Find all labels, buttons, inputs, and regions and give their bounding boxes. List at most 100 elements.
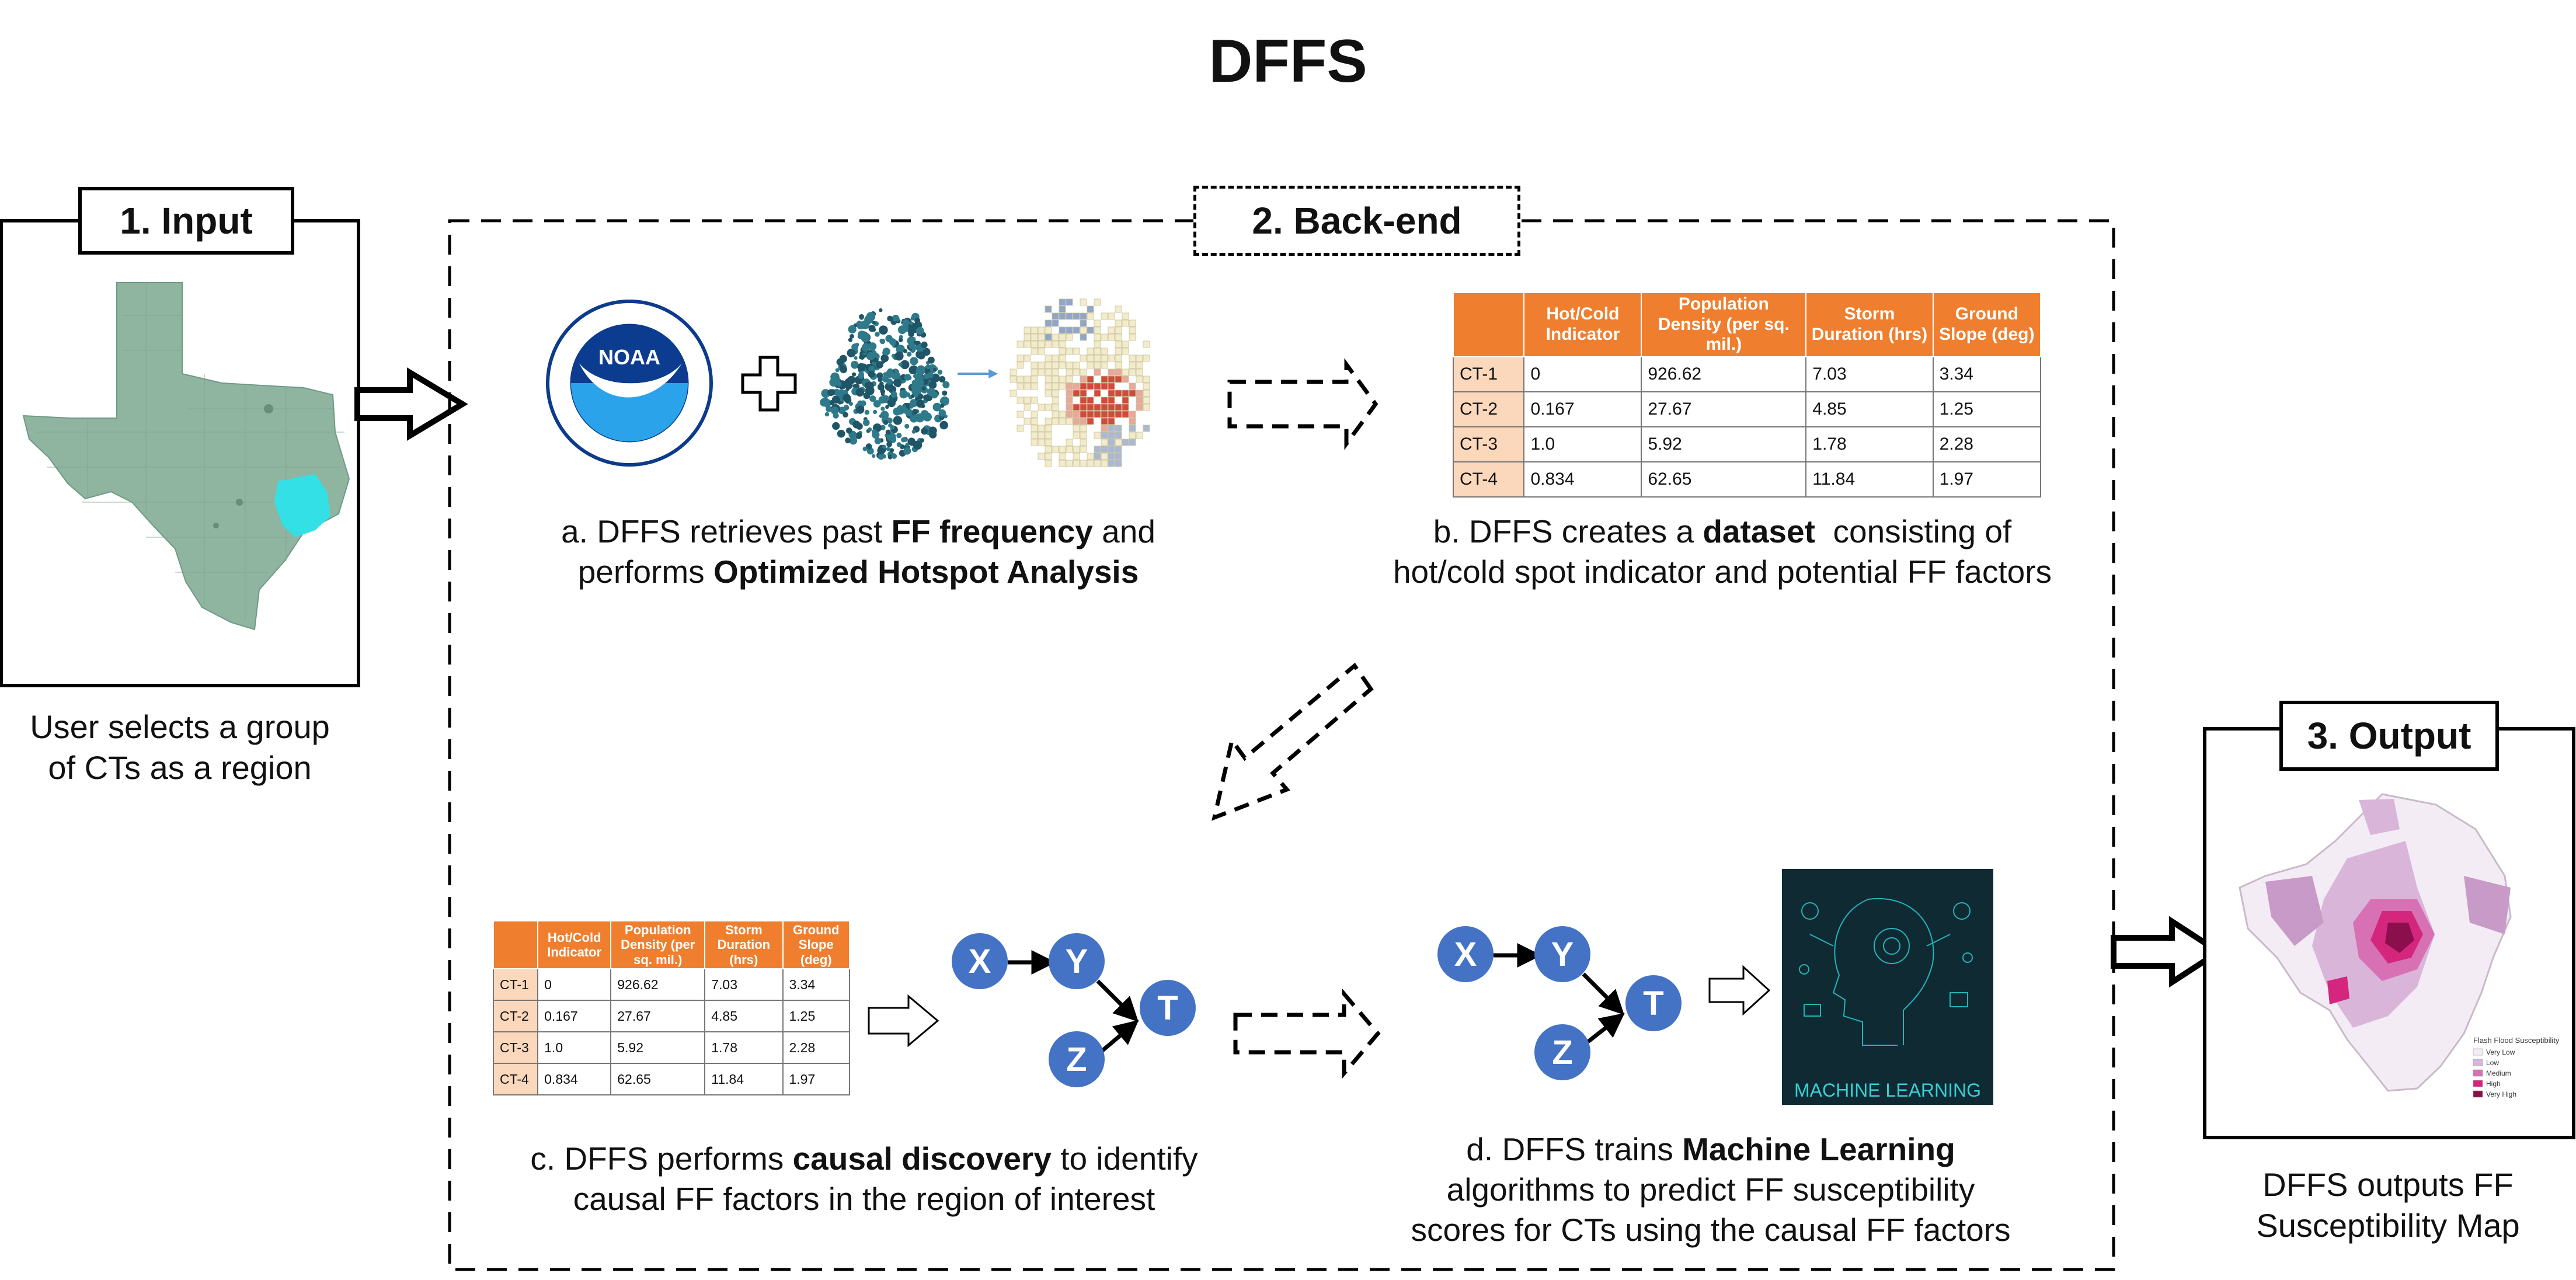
- hotspot-cell: [1017, 340, 1024, 348]
- ff-event-point: [911, 429, 916, 434]
- ff-event-point: [848, 401, 853, 406]
- table-cell: 62.65: [1641, 461, 1807, 498]
- ff-event-point: [831, 395, 840, 404]
- hotspot-cell: [1052, 389, 1059, 397]
- legend-item-label: Low: [2486, 1059, 2499, 1067]
- legend-swatch: [2473, 1080, 2483, 1087]
- ff-event-point: [885, 335, 893, 342]
- hotspot-cell: [1143, 404, 1150, 411]
- noaa-logo: NOAA: [546, 300, 713, 467]
- ff-event-point: [923, 412, 932, 422]
- table-cell: 7.03: [704, 968, 784, 1001]
- hotspot-cell: [1108, 312, 1115, 320]
- ff-event-point: [848, 338, 852, 342]
- ff-event-point: [882, 444, 886, 449]
- ff-event-point: [846, 427, 852, 434]
- ff-event-point: [910, 357, 918, 366]
- hotspot-cell: [1059, 382, 1066, 390]
- node-y-c: Y: [1049, 933, 1105, 989]
- hotspot-cell: [1080, 396, 1087, 404]
- hotspot-cell: [1129, 368, 1136, 376]
- table-cell: 27.67: [1641, 391, 1807, 427]
- ff-event-point: [913, 440, 923, 450]
- hotspot-cell: [1094, 453, 1101, 460]
- hotspot-cell: [1066, 396, 1073, 404]
- ff-event-point: [897, 325, 907, 334]
- ff-event-point: [875, 332, 880, 337]
- table-row-header: CT-3: [1452, 426, 1525, 462]
- hotspot-cell: [1094, 361, 1101, 369]
- hotspot-cell: [1073, 404, 1080, 411]
- ff-event-point: [831, 406, 839, 415]
- table-cell: 5.92: [610, 1031, 706, 1064]
- step-d-text-3: scores for CTs using the causal FF facto…: [1411, 1211, 2011, 1248]
- ff-event-point: [905, 443, 909, 447]
- hotspot-cell: [1045, 404, 1052, 411]
- hotspot-cell: [1052, 404, 1059, 411]
- hotspot-cell: [1129, 354, 1136, 362]
- step-a-bold-ff-frequency: FF frequency: [891, 513, 1093, 549]
- ff-event-point: [861, 343, 871, 352]
- legend-item-label: High: [2486, 1080, 2501, 1088]
- input-to-backend-arrow: [354, 367, 468, 441]
- hotspot-cell: [1073, 418, 1080, 425]
- hotspot-cell: [1115, 432, 1122, 439]
- hotspot-cell: [1115, 305, 1122, 313]
- hotspot-cell: [1080, 368, 1087, 376]
- hotspot-cell: [1066, 418, 1073, 425]
- table-header-cell: Population Density (per sq. mil.): [610, 920, 706, 969]
- hotspot-cell: [1052, 333, 1059, 341]
- ff-event-point: [859, 355, 863, 360]
- hotspot-cell: [1045, 460, 1052, 467]
- step-b-text-3: hot/cold spot indicator and potential FF…: [1393, 553, 2052, 590]
- ff-event-point: [921, 386, 926, 391]
- ff-event-point: [896, 345, 905, 354]
- ff-event-point: [890, 391, 897, 398]
- hotspot-cell: [1024, 418, 1031, 425]
- ff-event-point: [847, 375, 856, 384]
- hotspot-cell: [1115, 375, 1122, 383]
- ff-event-point: [873, 409, 878, 415]
- hotspot-cell: [1031, 340, 1038, 348]
- ff-event-point: [839, 354, 847, 363]
- hotspot-cell: [1094, 368, 1101, 376]
- dashed-arrow-a-to-b: [1227, 358, 1378, 450]
- hotspot-cell: [1122, 411, 1129, 418]
- table-header-cell: Ground Slope (deg): [782, 920, 850, 969]
- step-a-text-3: performs: [577, 553, 713, 590]
- hotspot-cell: [1101, 418, 1108, 425]
- hotspot-cell: [1073, 389, 1080, 397]
- ff-event-point: [938, 409, 946, 417]
- step-d-text-2: algorithms to predict FF susceptibility: [1446, 1171, 1975, 1208]
- table-cell: 926.62: [610, 968, 706, 1001]
- hotspot-cell: [1031, 411, 1038, 418]
- hotspot-cell: [1087, 460, 1094, 467]
- ff-event-point: [868, 342, 877, 351]
- hotspot-cell: [1136, 361, 1143, 369]
- hotspot-cell: [1059, 298, 1066, 306]
- dashed-arrow-c-to-d: [1233, 988, 1381, 1079]
- hotspot-cell: [1094, 354, 1101, 362]
- ff-event-point: [939, 396, 949, 406]
- hotspot-cell: [1066, 439, 1073, 446]
- hotspot-cell: [1066, 347, 1073, 355]
- ff-event-point: [910, 394, 915, 398]
- ff-event-point: [910, 316, 915, 321]
- ff-event-point: [889, 448, 894, 453]
- hotspot-cell: [1129, 333, 1136, 341]
- hotspot-cell: [1045, 368, 1052, 376]
- hotspot-cell: [1108, 439, 1115, 446]
- table-header-cell: Storm Duration (hrs): [1805, 292, 1934, 357]
- hotspot-cell: [1108, 326, 1115, 334]
- susceptibility-map: [2239, 793, 2512, 1092]
- hotspot-cell: [1143, 375, 1150, 383]
- hotspot-cell: [1080, 439, 1087, 446]
- hotspot-cell: [1129, 326, 1136, 334]
- table-cell: 5.92: [1641, 426, 1807, 462]
- hotspot-cell: [1122, 439, 1129, 446]
- hotspot-cell: [1073, 382, 1080, 390]
- hotspot-cell: [1101, 446, 1108, 453]
